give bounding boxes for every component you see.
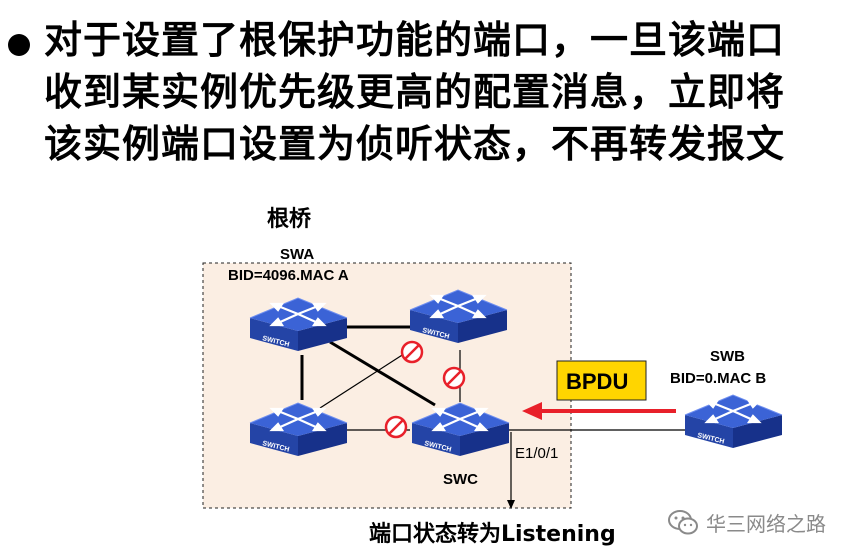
- link-topright-bottomleft: [319, 349, 411, 409]
- e101-arrowhead: [507, 500, 515, 509]
- root-bridge-label: 根桥: [267, 206, 311, 232]
- bpdu-label: BPDU: [566, 369, 628, 394]
- swc-name: SWC: [443, 471, 478, 488]
- bullet-line-2: 收到某实例优先级更高的配置消息，立即将: [44, 70, 786, 114]
- watermark-text: 华三网络之路: [706, 512, 826, 536]
- blocked-markers: [384, 340, 466, 439]
- root-bridge-area: [202, 262, 572, 509]
- swa-bid: BID=4096.MAC A: [228, 267, 349, 284]
- watermark: 华三网络之路: [668, 508, 826, 537]
- links: [300, 325, 436, 407]
- bpdu-box: [556, 360, 647, 401]
- switch-swb: [683, 393, 784, 450]
- link-swa-swc: [329, 340, 436, 407]
- swa-name: SWA: [280, 246, 314, 263]
- bullet-text: 对于设置了根保护功能的端口，一旦该端口 收到某实例优先级更高的配置消息，立即将 …: [44, 14, 853, 170]
- bullet-line-1: 对于设置了根保护功能的端口，一旦该端口: [44, 18, 786, 62]
- bullet-dot: [8, 34, 30, 56]
- swb-bid: BID=0.MAC B: [670, 370, 766, 387]
- result-label: 端口状态转为Listening: [369, 521, 616, 547]
- port-label: E1/0/1: [515, 445, 558, 462]
- bullet-line-3: 该实例端口设置为侦听状态，不再转发报文: [44, 122, 786, 166]
- bpdu-arrowhead: [522, 402, 542, 420]
- blocked-icon: [400, 340, 424, 364]
- blocked-icon: [442, 366, 466, 390]
- swb-name: SWB: [710, 348, 745, 365]
- bullet-paragraph: 对于设置了根保护功能的端口，一旦该端口 收到某实例优先级更高的配置消息，立即将 …: [8, 14, 853, 170]
- wechat-icon: [668, 509, 698, 534]
- blocked-icon: [384, 415, 408, 439]
